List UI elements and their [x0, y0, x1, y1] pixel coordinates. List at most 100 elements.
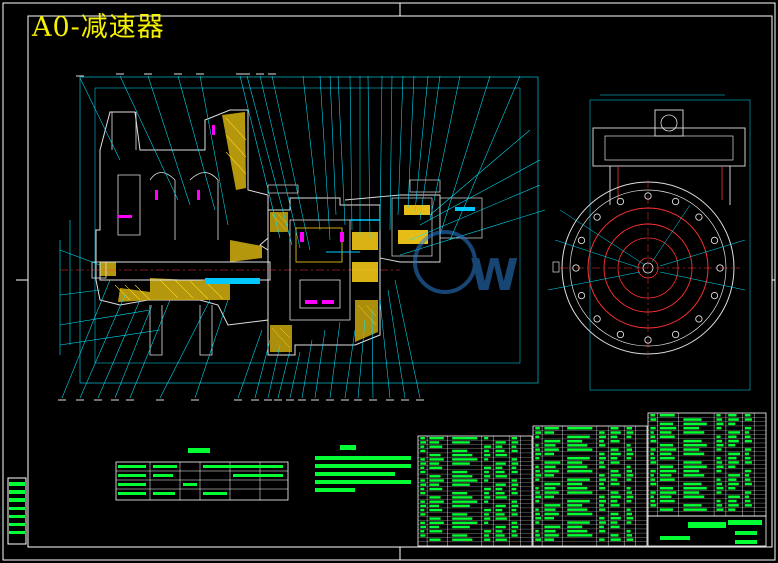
table-cell-text	[535, 478, 540, 481]
table-cell-text	[744, 499, 751, 503]
table-cell-text	[744, 431, 749, 434]
table-cell-text	[716, 435, 721, 438]
table-cell-text	[420, 521, 425, 524]
table-cell-text	[683, 439, 702, 443]
leader-lines-bottom	[59, 249, 421, 399]
table-cell-text	[716, 456, 721, 460]
table-cell-text	[659, 422, 673, 426]
table-cell-text	[495, 504, 506, 508]
table-cell-text	[535, 495, 541, 499]
table-cell-text	[511, 479, 517, 482]
table-cell-text	[744, 426, 752, 430]
table-cell-text	[650, 435, 656, 438]
table-cell-text	[650, 495, 654, 498]
table-cell-text	[728, 478, 737, 481]
table-cell-text	[420, 534, 426, 537]
table-cell-text	[659, 448, 677, 451]
table-cell-text	[429, 504, 439, 508]
table-cell-text	[626, 512, 632, 516]
table-cell-text	[728, 452, 740, 456]
table-cell-text	[484, 475, 491, 478]
table-cell-text	[744, 439, 752, 443]
table-cell-text	[626, 427, 632, 430]
table-cell-text	[683, 448, 699, 451]
table-cell-text	[495, 462, 506, 465]
table-cell-text	[452, 525, 470, 529]
table-cell-text	[728, 461, 739, 464]
table-cell-text	[650, 461, 657, 464]
table-cell-text	[650, 448, 656, 451]
table-cell-text	[420, 466, 425, 469]
bolt-hole	[572, 264, 580, 272]
table-cell-text	[484, 466, 491, 469]
table-cell-text	[650, 426, 656, 430]
table-cell-text	[420, 449, 426, 453]
table-cell-text	[567, 465, 588, 469]
table-cell-text	[452, 492, 468, 495]
table-cell-text	[728, 474, 740, 477]
table-cell-text	[728, 504, 739, 507]
table-cell-text	[599, 461, 604, 464]
table-cell-text	[650, 474, 654, 477]
table-cell-text	[650, 431, 654, 434]
table-cell-text	[452, 500, 478, 503]
table-cell-text	[429, 517, 441, 520]
side-view	[547, 94, 751, 391]
table-cell-text	[420, 462, 426, 465]
table-cell-text	[744, 461, 752, 464]
table-cell-text	[511, 437, 517, 440]
table-cell-text	[420, 504, 426, 508]
table-cell-text	[626, 495, 634, 499]
table-cell-text	[484, 479, 489, 482]
table-cell-text	[544, 431, 554, 434]
table-cell-text	[599, 508, 606, 511]
table-cell-text	[452, 449, 468, 453]
table-cell-text	[420, 492, 426, 495]
table-cell-text	[535, 435, 540, 439]
table-cell-text	[599, 495, 605, 499]
table-cell-text	[429, 508, 443, 512]
leader-lines-top	[79, 75, 546, 256]
table-cell-text	[511, 534, 518, 537]
table-cell-text	[728, 495, 740, 498]
table-cell-text	[567, 521, 590, 524]
table-cell-text	[716, 422, 724, 426]
table-cell-text	[716, 414, 721, 417]
table-cell-text	[659, 495, 672, 498]
table-cell-text	[626, 529, 631, 533]
table-cell-text	[599, 487, 606, 490]
table-cell-text	[535, 517, 541, 520]
table-cell-text	[599, 457, 606, 460]
table-cell-text	[599, 452, 605, 456]
table-cell-text	[626, 431, 634, 434]
table-cell-text	[495, 525, 506, 529]
table-cell-text	[535, 452, 541, 456]
table-cell-text	[544, 512, 559, 516]
table-cell-text	[429, 466, 443, 469]
table-cell-text	[610, 495, 621, 499]
table-cell-text	[610, 457, 618, 460]
table-cell-text	[610, 448, 619, 451]
table-cell-text	[650, 482, 657, 486]
table-cell-text	[420, 458, 425, 461]
table-cell-text	[659, 452, 672, 456]
table-cell-text	[484, 470, 489, 474]
bolt-hole	[577, 236, 586, 245]
table-cell-text	[716, 469, 722, 473]
title-block	[660, 520, 762, 544]
table-cell-text	[567, 435, 590, 439]
table-cell-text	[511, 487, 517, 491]
table-cell-text	[452, 453, 473, 457]
table-cell-text	[484, 453, 491, 457]
table-cell-text	[744, 456, 751, 460]
table-cell-text	[420, 500, 425, 503]
bolt-hole	[616, 197, 625, 206]
table-cell-text	[716, 491, 722, 494]
table-cell-text	[728, 418, 739, 421]
table-cell-text	[484, 530, 491, 533]
table-cell-text	[429, 525, 439, 529]
table-cell-text	[599, 529, 606, 533]
table-cell-text	[716, 461, 723, 464]
table-cell-text	[544, 529, 556, 533]
bolt-hole	[716, 264, 724, 272]
